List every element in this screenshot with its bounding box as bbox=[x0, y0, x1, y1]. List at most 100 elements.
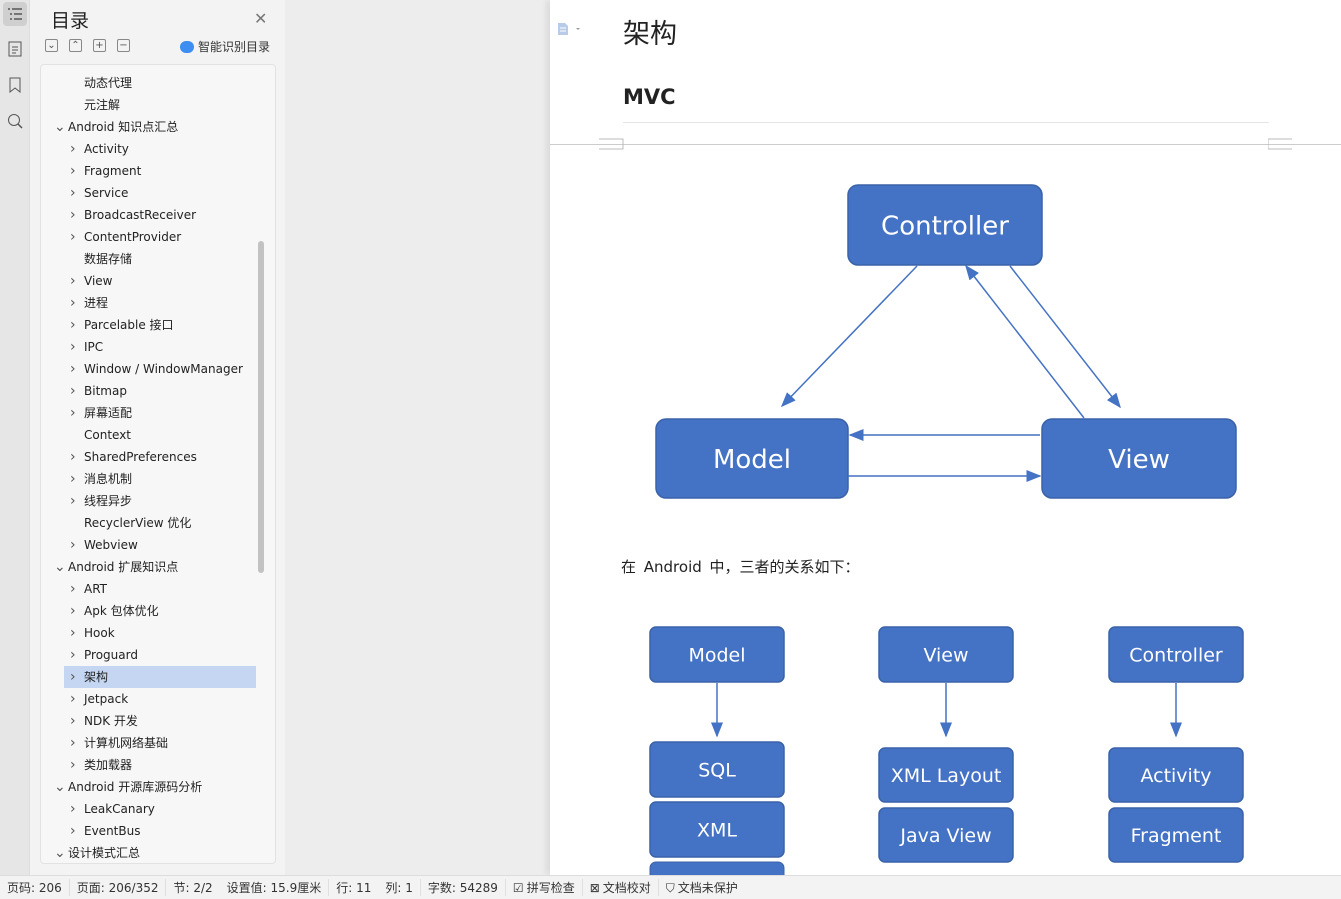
toc-item[interactable]: ⌄Android 扩展知识点 bbox=[54, 556, 246, 578]
chevron-right-icon[interactable]: › bbox=[70, 449, 76, 465]
collapse-all-button[interactable]: − bbox=[117, 39, 130, 52]
paragraph-style-icon[interactable] bbox=[557, 22, 583, 36]
toc-item[interactable]: ›IPC bbox=[70, 336, 246, 358]
toc-item[interactable]: ›Hook bbox=[70, 622, 246, 644]
diagram-box-label: Java View bbox=[899, 825, 991, 847]
toc-item[interactable]: › NDK 开发 bbox=[70, 710, 246, 732]
chevron-down-icon[interactable]: ⌄ bbox=[54, 845, 66, 861]
status-row: 行: 11 bbox=[336, 881, 372, 895]
toc-item-label: 消息机制 bbox=[84, 472, 133, 486]
toc-item[interactable]: ›Jetpack bbox=[70, 688, 246, 710]
chevron-right-icon[interactable]: › bbox=[70, 141, 76, 157]
chevron-right-icon[interactable]: › bbox=[70, 823, 76, 839]
spell-check-button[interactable]: ☑拼写检查 bbox=[506, 879, 583, 896]
toc-item[interactable]: ›Fragment bbox=[70, 160, 246, 182]
toc-item[interactable]: Context bbox=[70, 424, 246, 446]
chevron-right-icon[interactable]: › bbox=[70, 295, 76, 311]
toc-item-label: View bbox=[84, 274, 113, 288]
chevron-right-icon[interactable]: › bbox=[70, 625, 76, 641]
diagram-arrow bbox=[780, 265, 918, 408]
toc-item-label: Android 知识点汇总 bbox=[68, 120, 179, 134]
expand-all-button[interactable]: + bbox=[93, 39, 106, 52]
toc-item[interactable]: › 架构 bbox=[64, 666, 256, 688]
chevron-right-icon[interactable]: › bbox=[70, 735, 76, 751]
expand-down-button[interactable]: ⌄ bbox=[45, 39, 58, 52]
protect-button[interactable]: ⛉文档未保护 bbox=[665, 881, 738, 895]
chevron-right-icon[interactable]: › bbox=[70, 471, 76, 487]
toc-item[interactable]: ›Window / WindowManager bbox=[70, 358, 246, 380]
chevron-right-icon[interactable]: › bbox=[70, 581, 76, 597]
toc-item[interactable]: 数据存储 bbox=[70, 248, 246, 270]
left-icon-strip bbox=[0, 0, 30, 875]
toc-item[interactable]: › 类加载器 bbox=[70, 754, 246, 776]
diagram-box: View bbox=[878, 626, 1014, 683]
toc-item[interactable]: ›Parcelable 接口 bbox=[70, 314, 246, 336]
toc-item[interactable]: RecyclerView 优化 bbox=[70, 512, 246, 534]
chevron-right-icon[interactable]: › bbox=[70, 603, 76, 619]
bookmark-icon[interactable] bbox=[3, 73, 27, 97]
proofread-button[interactable]: ⊠文档校对 bbox=[583, 879, 659, 896]
toc-item[interactable]: › Bitmap bbox=[70, 380, 246, 402]
toc-item[interactable]: ›LeakCanary bbox=[70, 798, 246, 820]
toc-item[interactable]: › 消息机制 bbox=[70, 468, 246, 490]
toc-item-label: Bitmap bbox=[84, 384, 127, 398]
chevron-right-icon[interactable]: › bbox=[70, 207, 76, 223]
toc-item[interactable]: ⌄Android 知识点汇总 bbox=[54, 116, 246, 138]
toc-item[interactable]: ›进程 bbox=[70, 292, 246, 314]
chevron-right-icon[interactable]: › bbox=[70, 537, 76, 553]
toc-item[interactable]: ›线程异步 bbox=[70, 490, 246, 512]
smart-toc-button[interactable]: 智能识别目录 bbox=[180, 38, 270, 55]
chevron-right-icon[interactable]: › bbox=[70, 383, 76, 399]
chevron-right-icon[interactable]: › bbox=[70, 493, 76, 509]
scrollbar[interactable] bbox=[258, 241, 264, 573]
toc-item[interactable]: ›Webview bbox=[70, 534, 246, 556]
status-words[interactable]: 字数: 54289 bbox=[421, 879, 506, 896]
chevron-right-icon[interactable]: › bbox=[70, 339, 76, 355]
chevron-right-icon[interactable]: › bbox=[70, 361, 76, 377]
status-pages[interactable]: 页面: 206/352 bbox=[70, 879, 167, 896]
toc-item[interactable]: ›SharedPreferences bbox=[70, 446, 246, 468]
toc-item-label: 类加载器 bbox=[84, 758, 133, 772]
toc-item[interactable]: › View bbox=[70, 270, 246, 292]
toc-item[interactable]: 元注解 bbox=[70, 94, 246, 116]
diagram-arrow bbox=[965, 264, 1085, 419]
chevron-right-icon[interactable]: › bbox=[70, 405, 76, 421]
toc-item[interactable]: ›屏幕适配 bbox=[70, 402, 246, 424]
collapse-up-button[interactable]: ⌃ bbox=[69, 39, 82, 52]
toc-item[interactable]: ›计算机网络基础 bbox=[70, 732, 246, 754]
chevron-right-icon[interactable]: › bbox=[70, 647, 76, 663]
status-section: 节: 2/2 bbox=[173, 881, 213, 895]
toc-item[interactable]: ›BroadcastReceiver bbox=[70, 204, 246, 226]
chevron-right-icon[interactable]: › bbox=[70, 163, 76, 179]
toc-item-label: EventBus bbox=[84, 824, 141, 838]
toc-item[interactable]: ›Service bbox=[70, 182, 246, 204]
toc-item[interactable]: ⌄设计模式汇总 bbox=[54, 842, 246, 863]
toc-item[interactable]: ›Activity bbox=[70, 138, 246, 160]
chevron-down-icon[interactable]: ⌄ bbox=[54, 779, 66, 795]
toc-item[interactable]: ›ART bbox=[70, 578, 246, 600]
chevron-right-icon[interactable]: › bbox=[70, 757, 76, 773]
outline-icon[interactable] bbox=[3, 37, 27, 61]
chevron-down-icon[interactable]: ⌄ bbox=[54, 119, 66, 135]
chevron-right-icon[interactable]: › bbox=[70, 801, 76, 817]
toc-item[interactable]: 动态代理 bbox=[70, 72, 246, 94]
chevron-right-icon[interactable]: › bbox=[70, 669, 76, 685]
toc-item[interactable]: › EventBus bbox=[70, 820, 246, 842]
toc-item[interactable]: ⌄Android 开源库源码分析 bbox=[54, 776, 246, 798]
toc-item-label: NDK 开发 bbox=[84, 714, 138, 728]
toc-icon[interactable] bbox=[3, 2, 27, 26]
chevron-right-icon[interactable]: › bbox=[70, 229, 76, 245]
chevron-down-icon[interactable]: ⌄ bbox=[54, 559, 66, 575]
diagram-box: Activity bbox=[1108, 747, 1244, 803]
close-icon[interactable]: ✕ bbox=[254, 9, 268, 28]
toc-item-label: 架构 bbox=[84, 670, 109, 684]
chevron-right-icon[interactable]: › bbox=[70, 317, 76, 333]
chevron-right-icon[interactable]: › bbox=[70, 713, 76, 729]
chevron-right-icon[interactable]: › bbox=[70, 273, 76, 289]
search-replace-icon[interactable] bbox=[3, 109, 27, 133]
chevron-right-icon[interactable]: › bbox=[70, 691, 76, 707]
toc-item[interactable]: ›Proguard bbox=[70, 644, 246, 666]
toc-item[interactable]: ›ContentProvider bbox=[70, 226, 246, 248]
toc-item[interactable]: ›Apk 包体优化 bbox=[70, 600, 246, 622]
chevron-right-icon[interactable]: › bbox=[70, 185, 76, 201]
